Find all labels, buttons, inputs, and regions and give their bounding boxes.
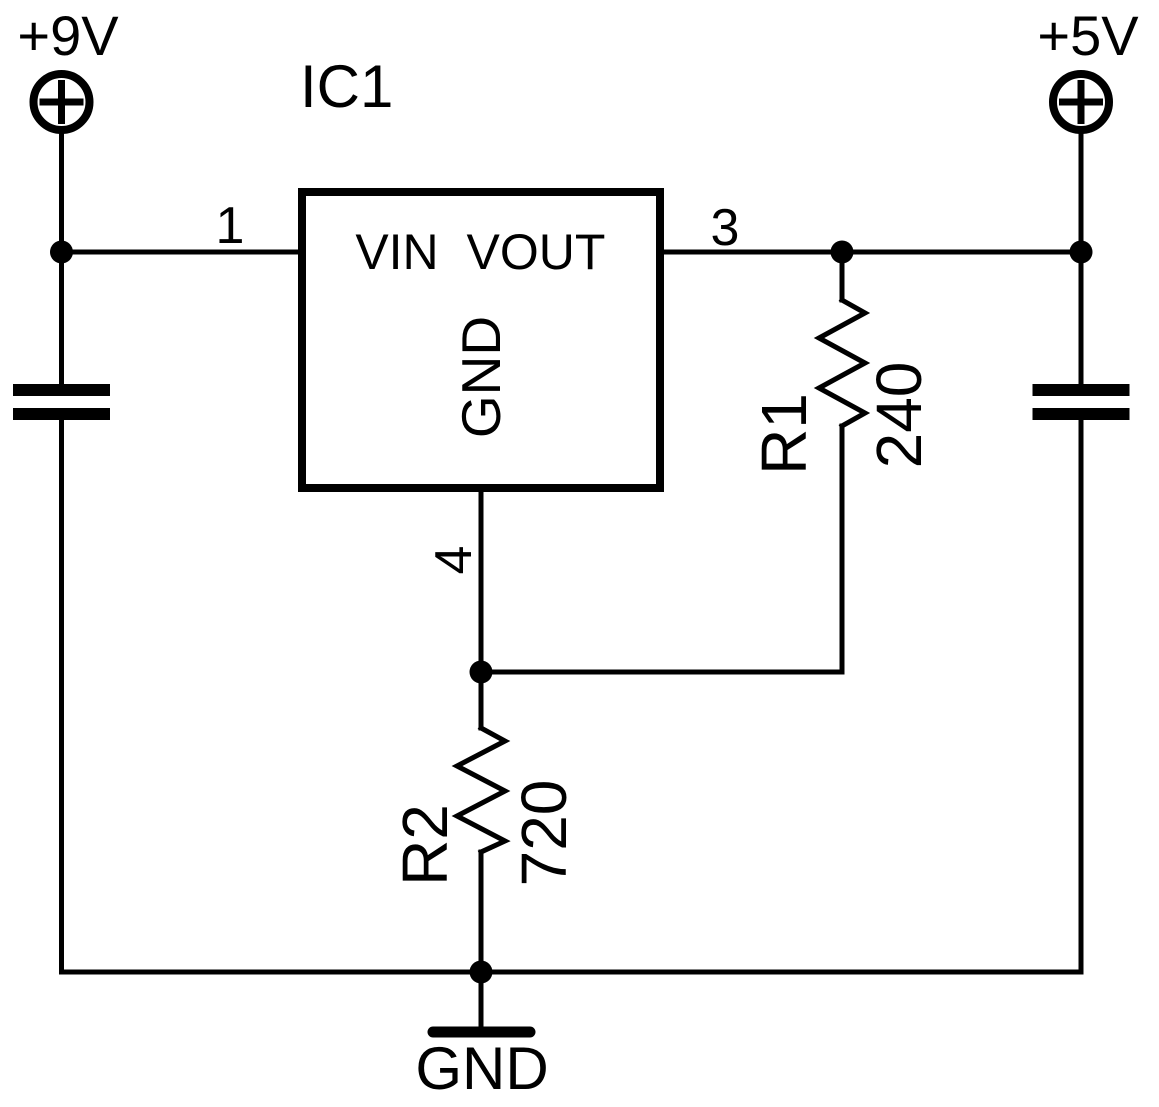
ic-body-outline: [298, 188, 664, 492]
supply-output-label: +5V: [1037, 4, 1139, 67]
ground-label: GND: [415, 1035, 548, 1102]
resistor-zigzag-icon: [813, 296, 871, 430]
resistor-zigzag-icon: [451, 724, 511, 856]
capacitor-input: [13, 384, 110, 420]
resistor-r2-value: 720: [508, 780, 580, 887]
junction-dot: [50, 240, 73, 264]
ic-reference-label: IC1: [300, 53, 393, 120]
junction-dot: [1069, 240, 1093, 264]
power-source-output: +5V: [1037, 4, 1139, 134]
ground-symbol: GND: [415, 969, 549, 1102]
capacitor-plate: [1032, 408, 1130, 420]
power-source-input: +9V: [17, 4, 119, 134]
capacitor-plate: [1032, 384, 1130, 396]
resistor-r2: R2 720: [389, 724, 580, 887]
resistor-r2-reference: R2: [389, 804, 461, 886]
capacitor-plate: [13, 384, 110, 396]
ic-pin-vin-label: VIN: [355, 224, 438, 280]
junction-dot: [830, 240, 854, 264]
resistor-r1-reference: R1: [748, 393, 820, 475]
ic-regulator: IC1 VIN VOUT GND 1 3 4: [216, 53, 740, 574]
junction-dot: [469, 960, 493, 984]
wires: [59, 127, 1084, 975]
resistor-r1-value: 240: [863, 362, 935, 469]
pin-number-1: 1: [216, 197, 245, 255]
capacitor-output: [1032, 384, 1130, 420]
power-circle-icon: [29, 70, 94, 134]
pin-number-4: 4: [425, 546, 483, 575]
junction-dots: [50, 240, 1093, 984]
power-circle-icon: [1049, 70, 1113, 134]
supply-input-label: +9V: [17, 4, 119, 67]
ic-pin-gnd-label: GND: [450, 316, 512, 438]
capacitor-plate: [13, 408, 110, 420]
ic-pin-vout-label: VOUT: [467, 224, 606, 280]
resistor-r1: R1 240: [748, 296, 935, 475]
pin-number-3: 3: [711, 199, 740, 257]
junction-dot: [469, 660, 493, 684]
